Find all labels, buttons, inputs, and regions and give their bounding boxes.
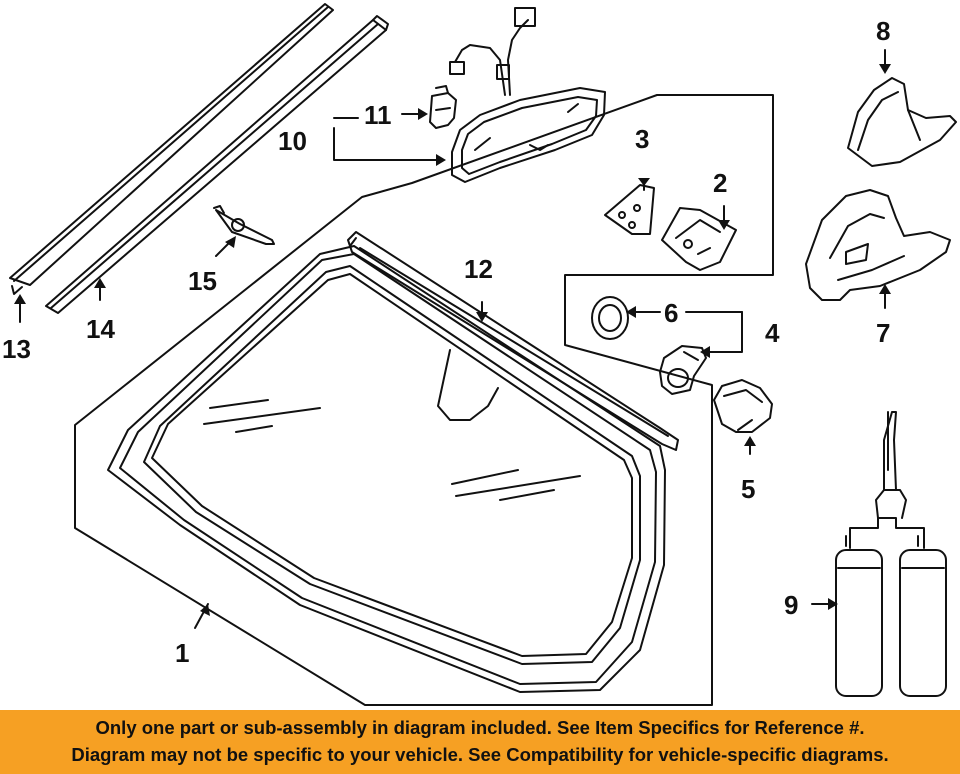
- part-6-gasket: [591, 296, 629, 340]
- callout-15: 15: [188, 266, 217, 296]
- part-1-windshield: [107, 245, 666, 693]
- part-12-weatherstrip: [347, 231, 679, 451]
- callout-5: 5: [741, 474, 755, 504]
- callout-6: 6: [664, 298, 678, 328]
- callout-13: 13: [2, 334, 31, 364]
- group-outline: [74, 94, 774, 706]
- part-15-clip: [213, 205, 275, 245]
- part-2-bracket: [661, 207, 737, 271]
- part-11-sensor: [429, 85, 457, 129]
- disclaimer-banner: Only one part or sub-assembly in diagram…: [0, 710, 960, 774]
- callout-12: 12: [464, 254, 493, 284]
- part-8-cover: [847, 77, 957, 167]
- mirror-wiring-harness: [449, 7, 536, 96]
- part-13-molding: [9, 3, 334, 295]
- part-10-mirror: [451, 87, 606, 183]
- part-4-housing: [659, 345, 707, 395]
- parts-diagram: 1 2 3 4 5 6 7 8 9 10 11 12 13 14 15: [2, 3, 957, 706]
- part-9-adhesive-kit: [835, 411, 947, 697]
- leader-lines: [19, 49, 886, 629]
- disclaimer-line-1: Only one part or sub-assembly in diagram…: [95, 717, 865, 738]
- part-3-bracket: [604, 184, 655, 235]
- part-14-molding: [45, 15, 389, 314]
- callout-4: 4: [765, 318, 780, 348]
- arrowheads: [14, 64, 891, 616]
- part-7-cover: [805, 189, 951, 301]
- callout-11: 11: [364, 100, 392, 130]
- disclaimer-line-2: Diagram may not be specific to your vehi…: [71, 744, 889, 765]
- callout-1: 1: [175, 638, 189, 668]
- part-5-sensor: [713, 379, 773, 433]
- callout-7: 7: [876, 318, 890, 348]
- callout-3: 3: [635, 124, 649, 154]
- callout-8: 8: [876, 16, 890, 46]
- callout-14: 14: [86, 314, 115, 344]
- callout-9: 9: [784, 590, 798, 620]
- callout-10: 10: [278, 126, 307, 156]
- callout-2: 2: [713, 168, 727, 198]
